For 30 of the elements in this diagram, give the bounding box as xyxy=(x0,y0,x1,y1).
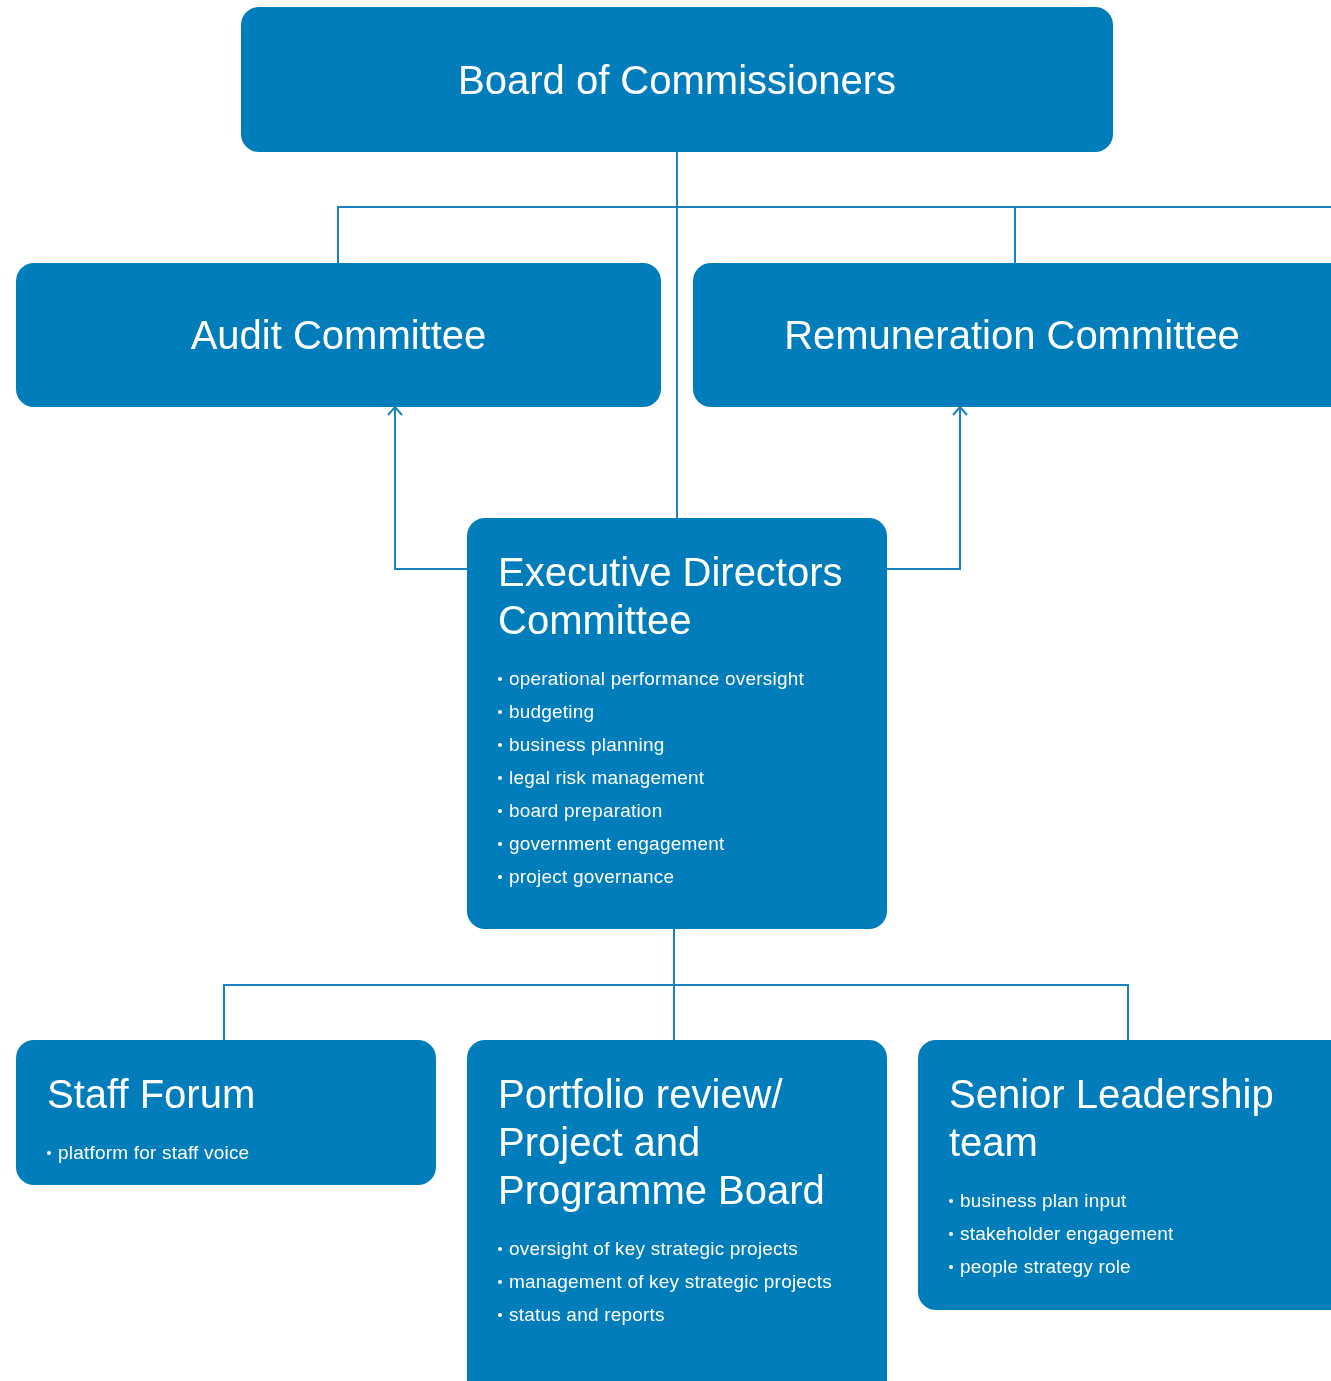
bullet-item: government engagement xyxy=(498,831,859,857)
bullet-item: budgeting xyxy=(498,699,859,725)
committee-title: Staff Forum xyxy=(47,1071,257,1118)
committee-box xyxy=(918,1040,1331,1310)
bullet-item: board preparation xyxy=(498,798,859,824)
arrow xyxy=(886,406,968,570)
bullet-item: platform for staff voice xyxy=(47,1140,408,1166)
bullet-item: people strategy role xyxy=(949,1254,1303,1280)
bullet-item: status and reports xyxy=(498,1302,859,1328)
committee-title: Senior Leadership team xyxy=(949,1071,1275,1166)
arrow xyxy=(387,406,468,570)
committee-box xyxy=(467,518,887,929)
committee-box xyxy=(16,263,661,407)
bullet-item: legal risk management xyxy=(498,765,859,791)
bullet-item: business plan input xyxy=(949,1188,1303,1214)
bullet-item: stakeholder engagement xyxy=(949,1221,1303,1247)
bullet-item: business planning xyxy=(498,732,859,758)
bullet-item: oversight of key strategic projects xyxy=(498,1236,859,1262)
bullet-item: project governance xyxy=(498,864,859,890)
committee-box xyxy=(16,1040,436,1185)
committee-title: Audit Committee xyxy=(190,312,487,359)
committee-title: Board of Commissioners xyxy=(458,56,896,104)
committee-title: Portfolio review/ Project and Programme Board xyxy=(498,1071,826,1214)
committee-title: Executive Directors Committee xyxy=(498,549,844,644)
committee-title: Remuneration Committee xyxy=(784,312,1240,359)
committee-box xyxy=(693,263,1331,407)
bullet-item: management of key strategic projects xyxy=(498,1269,859,1295)
bullet-item: operational performance oversight xyxy=(498,666,859,692)
committee-box xyxy=(467,1040,887,1381)
committee-box xyxy=(241,7,1113,152)
